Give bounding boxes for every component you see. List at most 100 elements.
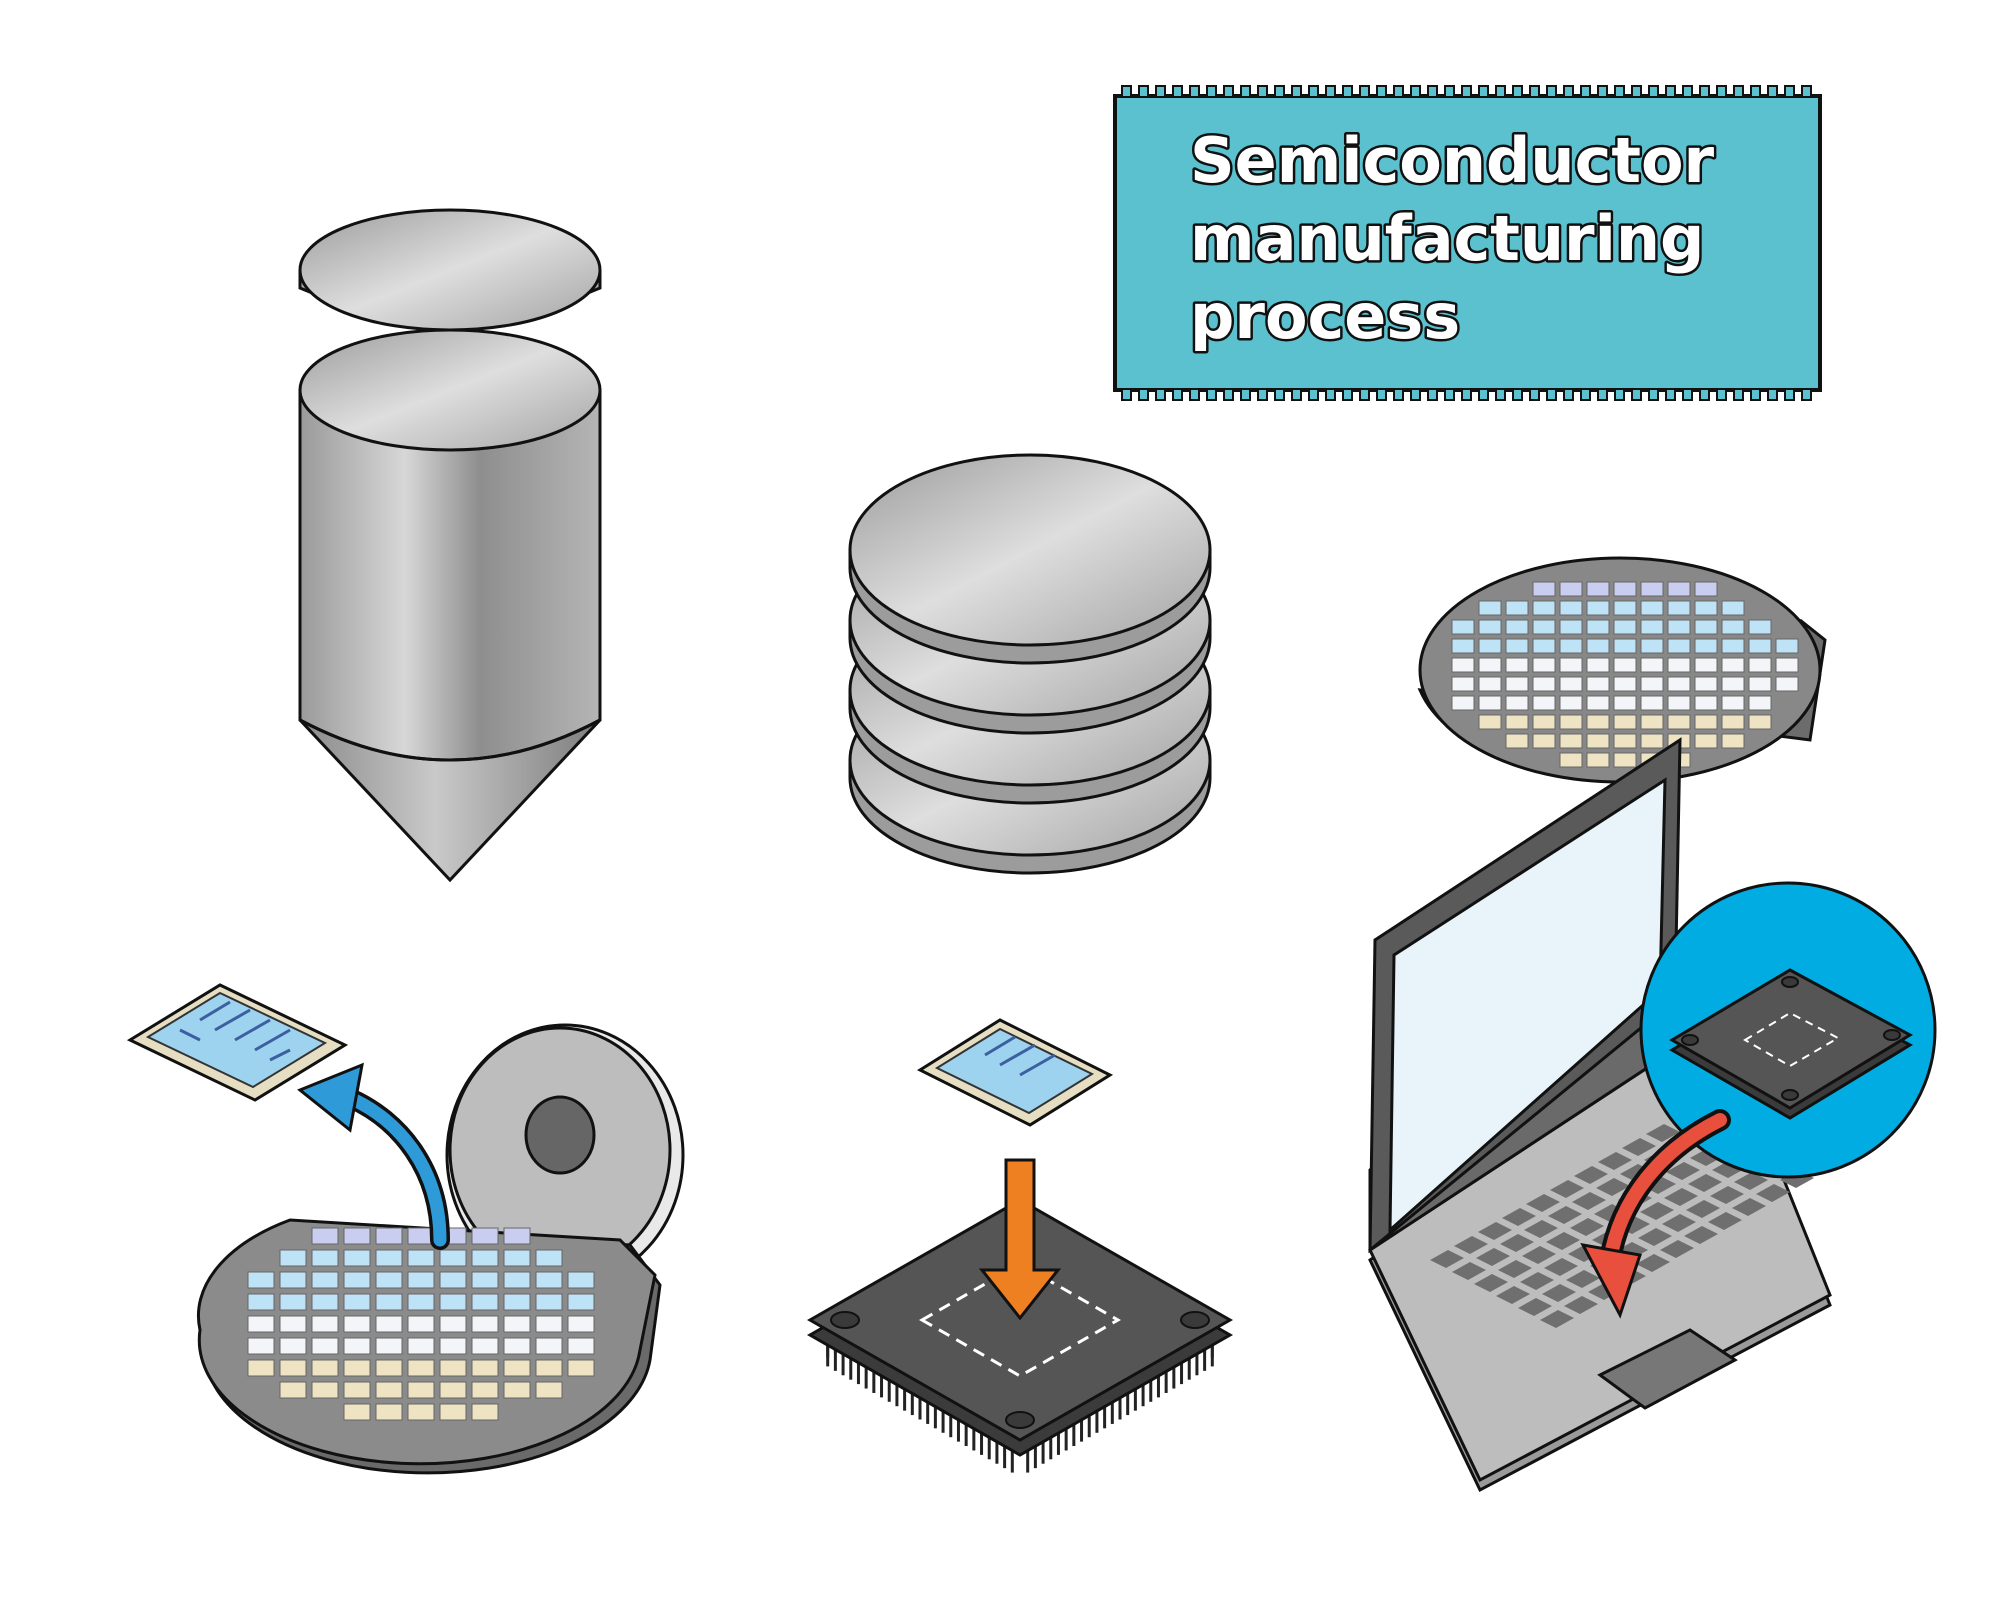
laptop-key[interactable] xyxy=(1660,1240,1694,1258)
laptop-key[interactable] xyxy=(1732,1198,1766,1216)
die-cell xyxy=(1586,600,1610,616)
tooth xyxy=(1665,388,1676,401)
die-cell xyxy=(1451,695,1475,711)
die-cell xyxy=(343,1359,371,1377)
tooth xyxy=(1546,388,1557,401)
die-cell xyxy=(1640,638,1664,654)
title-line-1: Semiconductor xyxy=(1190,124,1715,197)
laptop-key[interactable] xyxy=(1476,1248,1510,1266)
tooth xyxy=(1359,388,1370,401)
laptop-key[interactable] xyxy=(1522,1246,1556,1264)
laptop-key[interactable] xyxy=(1638,1228,1672,1246)
die-cell xyxy=(1505,733,1529,749)
tooth xyxy=(1733,85,1744,98)
laptop-key[interactable] xyxy=(1546,1232,1580,1250)
laptop-key[interactable] xyxy=(1500,1234,1534,1252)
die-cell xyxy=(1532,695,1556,711)
tooth xyxy=(1427,388,1438,401)
laptop-key[interactable] xyxy=(1686,1200,1720,1218)
laptop-key[interactable] xyxy=(1734,1172,1768,1190)
die-cell xyxy=(471,1381,499,1399)
die-cell xyxy=(1532,676,1556,692)
laptop-key[interactable] xyxy=(1574,1166,1608,1184)
die-cell xyxy=(503,1271,531,1289)
die-cell xyxy=(1721,638,1745,654)
laptop-key[interactable] xyxy=(1520,1272,1554,1290)
die-cell xyxy=(1532,714,1556,730)
tooth xyxy=(1512,85,1523,98)
laptop-key[interactable] xyxy=(1666,1162,1700,1180)
die-cell xyxy=(279,1271,307,1289)
laptop-key[interactable] xyxy=(1622,1138,1656,1156)
laptop-key[interactable] xyxy=(1542,1284,1576,1302)
title-line-2: manufacturing xyxy=(1190,202,1704,275)
laptop-key[interactable] xyxy=(1474,1274,1508,1292)
die-cell xyxy=(471,1403,499,1421)
laptop-key[interactable] xyxy=(1646,1124,1680,1142)
laptop-key[interactable] xyxy=(1430,1250,1464,1268)
tooth xyxy=(1461,388,1472,401)
laptop-key[interactable] xyxy=(1662,1214,1696,1232)
die-cell xyxy=(1667,600,1691,616)
laptop-touchpad[interactable] xyxy=(1597,1328,1738,1410)
laptop-key[interactable] xyxy=(1518,1298,1552,1316)
laptop-key[interactable] xyxy=(1664,1188,1698,1206)
die-cell xyxy=(471,1315,499,1333)
tooth xyxy=(1257,85,1268,98)
laptop-key[interactable] xyxy=(1756,1184,1790,1202)
tooth xyxy=(1478,388,1489,401)
die-cell xyxy=(1559,619,1583,635)
laptop-key[interactable] xyxy=(1640,1202,1674,1220)
laptop-key[interactable] xyxy=(1454,1236,1488,1254)
die-cell xyxy=(1586,638,1610,654)
laptop-key[interactable] xyxy=(1452,1262,1486,1280)
die-cell xyxy=(343,1271,371,1289)
die-cell xyxy=(279,1315,307,1333)
die-cell xyxy=(1694,657,1718,673)
die-cell xyxy=(471,1359,499,1377)
laptop-key[interactable] xyxy=(1550,1180,1584,1198)
die-cell xyxy=(375,1227,403,1245)
tooth xyxy=(1189,388,1200,401)
die-cell xyxy=(471,1227,499,1245)
laptop-key[interactable] xyxy=(1566,1270,1600,1288)
laptop-key[interactable] xyxy=(1540,1310,1574,1328)
laptop-key[interactable] xyxy=(1596,1178,1630,1196)
laptop-key[interactable] xyxy=(1684,1226,1718,1244)
tooth xyxy=(1121,388,1132,401)
laptop-key[interactable] xyxy=(1548,1206,1582,1224)
laptop-key[interactable] xyxy=(1496,1286,1530,1304)
die-cell xyxy=(535,1271,563,1289)
tooth xyxy=(1138,85,1149,98)
tooth xyxy=(1155,85,1166,98)
laptop-key[interactable] xyxy=(1598,1152,1632,1170)
laptop-key[interactable] xyxy=(1572,1192,1606,1210)
laptop-key[interactable] xyxy=(1564,1296,1598,1314)
laptop-key[interactable] xyxy=(1498,1260,1532,1278)
tooth xyxy=(1206,388,1217,401)
die-cell xyxy=(1640,581,1664,597)
title-line-3: process xyxy=(1190,280,1460,353)
laptop-key[interactable] xyxy=(1478,1222,1512,1240)
die-cell xyxy=(1478,695,1502,711)
tooth xyxy=(1631,388,1642,401)
die-cell xyxy=(1748,714,1772,730)
tooth xyxy=(1410,388,1421,401)
laptop-key[interactable] xyxy=(1544,1258,1578,1276)
wafer-stack xyxy=(848,453,1212,875)
laptop-key[interactable] xyxy=(1524,1220,1558,1238)
laptop-key[interactable] xyxy=(1688,1174,1722,1192)
die-cell xyxy=(439,1381,467,1399)
die-cell xyxy=(1667,676,1691,692)
die-cell xyxy=(1532,657,1556,673)
laptop-key[interactable] xyxy=(1570,1218,1604,1236)
laptop-key[interactable] xyxy=(1636,1254,1670,1272)
die-cell xyxy=(439,1271,467,1289)
laptop-key[interactable] xyxy=(1526,1194,1560,1212)
tooth xyxy=(1410,85,1421,98)
tooth xyxy=(1342,85,1353,98)
laptop-key[interactable] xyxy=(1708,1212,1742,1230)
laptop-key[interactable] xyxy=(1710,1186,1744,1204)
laptop-key[interactable] xyxy=(1502,1208,1536,1226)
